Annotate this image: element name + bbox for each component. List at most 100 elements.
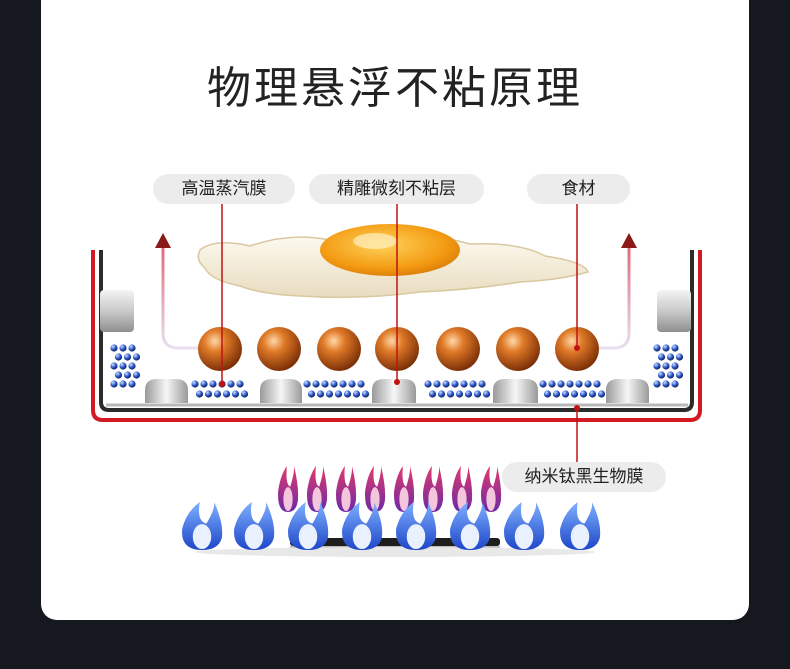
steam-particle (316, 390, 325, 398)
steam-particle (119, 362, 127, 370)
steam-particle (110, 344, 118, 352)
steam-particle (236, 380, 244, 388)
steam-particle (352, 390, 361, 398)
steam-particle (552, 390, 561, 398)
steam-particle (671, 344, 679, 352)
steam-particle (325, 390, 334, 398)
steam-particle (575, 380, 583, 388)
steam-particle (119, 344, 127, 352)
flame (394, 466, 415, 512)
steam-particle (321, 380, 329, 388)
flame (396, 502, 437, 550)
steam-particle (110, 362, 118, 370)
flame (423, 466, 444, 512)
steam-particle (584, 380, 592, 388)
steam-particle (339, 380, 347, 388)
steam-particle (114, 371, 123, 379)
fried-egg (197, 224, 589, 299)
burner (195, 538, 595, 557)
steam-particle (437, 390, 446, 398)
flame (307, 466, 328, 512)
steam-particle (557, 380, 565, 388)
label-bio-film: 纳米钛黑生物膜 (502, 462, 666, 492)
label-coating: 精雕微刻不粘层 (309, 174, 484, 204)
steam-particle (330, 380, 338, 388)
flame (504, 502, 545, 550)
flame (452, 466, 473, 512)
steam-particle (119, 380, 127, 388)
steam-particle (123, 353, 132, 361)
steam-particle (123, 371, 132, 379)
steam-particle (482, 390, 491, 398)
steam-bead (436, 327, 480, 371)
steam-particle (433, 380, 441, 388)
steam-particle (671, 362, 679, 370)
steam-particle (114, 353, 123, 361)
flame (288, 502, 329, 550)
steam-particle (200, 380, 208, 388)
label-food: 食材 (527, 174, 630, 204)
steam-particle (561, 390, 570, 398)
steam-particle (666, 371, 675, 379)
steam-particle (593, 380, 601, 388)
flame (234, 502, 275, 550)
steam-particle (469, 380, 477, 388)
steam-particle (191, 380, 199, 388)
coating-bumps (145, 379, 649, 403)
steam-particle (343, 390, 352, 398)
label-steam-film: 高温蒸汽膜 (153, 174, 295, 204)
steam-particle (204, 390, 213, 398)
steam-particle (543, 390, 552, 398)
steam-particle (209, 380, 217, 388)
steam-particle (424, 380, 432, 388)
steam-particle (597, 390, 606, 398)
steam-particle (195, 390, 204, 398)
steam-particle (566, 380, 574, 388)
steam-arrow-right (590, 233, 637, 350)
flame (342, 502, 383, 550)
pointer-food (574, 202, 580, 351)
steam-arrow-left (155, 233, 218, 350)
steam-particle (657, 371, 666, 379)
steam-particle (662, 344, 670, 352)
steam-particle (128, 344, 136, 352)
steam-particles (110, 344, 684, 398)
page-title: 物理悬浮不粘原理 (207, 63, 583, 114)
steam-particle (231, 390, 240, 398)
steam-particle (653, 344, 661, 352)
steam-particle (442, 380, 450, 388)
flame (182, 502, 223, 550)
diagram-card (41, 0, 749, 620)
steam-bead (317, 327, 361, 371)
steam-particle (653, 380, 661, 388)
steam-particle (539, 380, 547, 388)
steam-particle (357, 380, 365, 388)
pan-rim-left (100, 290, 134, 332)
pan (91, 250, 702, 422)
steam-particle (662, 362, 670, 370)
flame (481, 466, 502, 512)
steam-particle (451, 380, 459, 388)
steam-particle (460, 380, 468, 388)
steam-particle (428, 390, 437, 398)
steam-particle (464, 390, 473, 398)
steam-particle (455, 390, 464, 398)
steam-particle (675, 353, 684, 361)
flame (365, 466, 386, 512)
steam-particle (671, 380, 679, 388)
flame (278, 466, 299, 512)
steam-particle (588, 390, 597, 398)
pointer-coating (394, 202, 400, 385)
steam-particle (478, 380, 486, 388)
steam-particle (446, 390, 455, 398)
steam-bead (257, 327, 301, 371)
pointer-steam-film (219, 202, 225, 387)
steam-particle (312, 380, 320, 388)
flames (182, 466, 601, 550)
steam-particle (222, 390, 231, 398)
steam-bead (496, 327, 540, 371)
steam-particle (128, 380, 136, 388)
steam-particle (227, 380, 235, 388)
flame (560, 502, 601, 550)
